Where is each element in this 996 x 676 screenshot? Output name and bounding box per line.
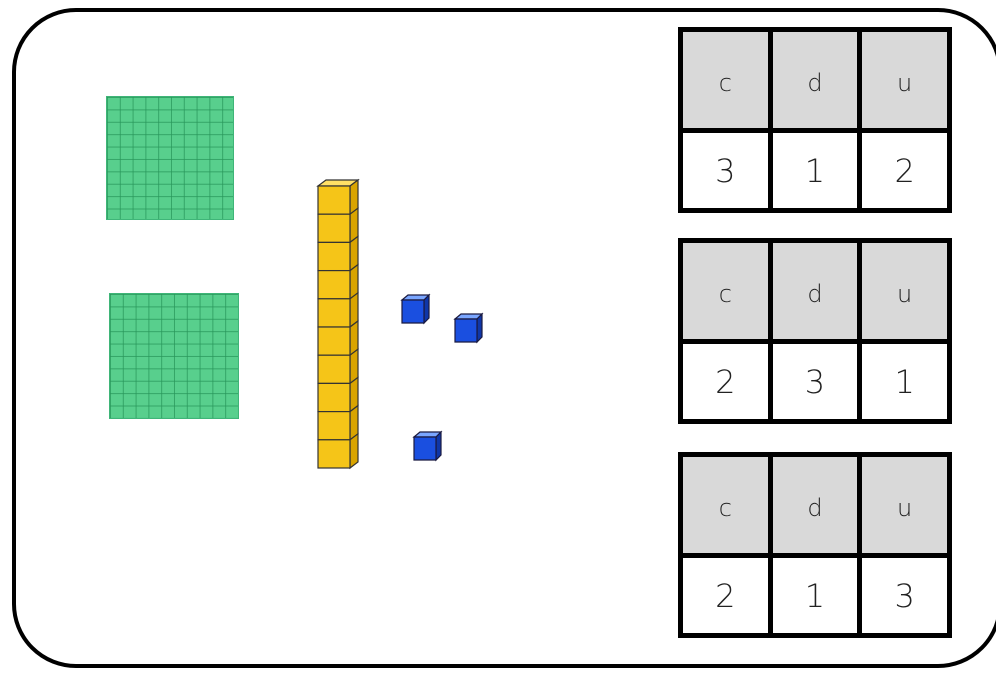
header-hundreds: c <box>681 30 771 131</box>
value-hundreds[interactable]: 3 <box>681 131 771 211</box>
place-value-table-2: c d u 2 3 1 <box>678 238 952 424</box>
rod-unit <box>318 299 350 327</box>
hundred-flat-1[interactable] <box>106 96 234 220</box>
cube-side-face <box>436 432 441 460</box>
rod-unit <box>318 186 350 214</box>
rod-unit <box>318 242 350 270</box>
header-tens: d <box>770 241 860 342</box>
value-units[interactable]: 3 <box>860 556 950 636</box>
value-units[interactable]: 2 <box>860 131 950 211</box>
header-units: u <box>860 30 950 131</box>
rod-unit <box>318 440 350 468</box>
header-tens: d <box>770 455 860 556</box>
place-value-table-1: c d u 3 1 2 <box>678 27 952 213</box>
header-hundreds: c <box>681 455 771 556</box>
value-units[interactable]: 1 <box>860 342 950 422</box>
cube-front-face <box>414 437 436 460</box>
value-hundreds[interactable]: 2 <box>681 556 771 636</box>
header-units: u <box>860 241 950 342</box>
cube-front-face <box>455 319 477 342</box>
hundred-flat-2[interactable] <box>109 293 239 419</box>
value-tens[interactable]: 1 <box>770 131 860 211</box>
header-tens: d <box>770 30 860 131</box>
header-units: u <box>860 455 950 556</box>
header-hundreds: c <box>681 241 771 342</box>
rod-unit-side <box>350 434 358 468</box>
value-hundreds[interactable]: 2 <box>681 342 771 422</box>
rod-unit <box>318 327 350 355</box>
place-value-table-3: c d u 2 1 3 <box>678 452 952 638</box>
unit-cube-2[interactable] <box>451 311 485 345</box>
rod-unit <box>318 271 350 299</box>
value-tens[interactable]: 1 <box>770 556 860 636</box>
value-tens[interactable]: 3 <box>770 342 860 422</box>
cube-front-face <box>402 300 424 323</box>
cube-side-face <box>424 295 429 323</box>
rod-unit <box>318 383 350 411</box>
cube-side-face <box>477 314 482 342</box>
ten-rod[interactable] <box>312 176 368 476</box>
unit-cube-3[interactable] <box>410 429 444 463</box>
unit-cube-1[interactable] <box>398 292 432 326</box>
rod-unit <box>318 412 350 440</box>
rod-unit <box>318 355 350 383</box>
rod-unit <box>318 214 350 242</box>
